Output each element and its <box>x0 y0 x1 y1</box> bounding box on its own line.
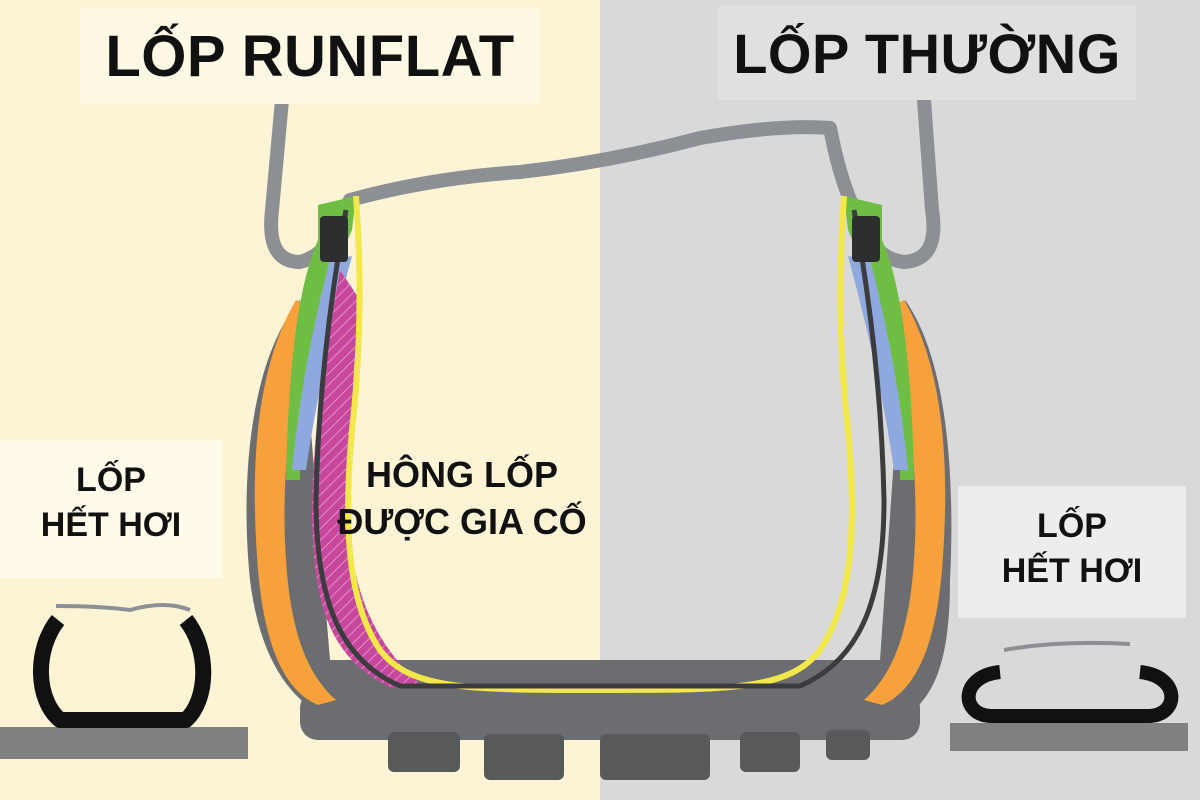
flat-normal-rim <box>1003 640 1131 652</box>
label-flat-runflat-line1: LỐP <box>76 461 146 499</box>
flat-runflat-tire-icon <box>33 615 212 728</box>
label-flat-normal-line1: LỐP <box>1037 507 1107 545</box>
orange-layer-right <box>864 300 946 705</box>
flat-runflat-rim <box>55 603 191 613</box>
label-reinforced-line2: ĐƯỢC GIA CỐ <box>337 500 587 542</box>
flat-normal-tire-icon <box>961 665 1179 723</box>
orange-layer-left <box>254 300 336 705</box>
yellow-inner-liner-right <box>599 195 855 693</box>
bead-left <box>320 216 348 262</box>
tread-blocks <box>388 730 870 780</box>
title-runflat: LỐP RUNFLAT <box>80 8 540 104</box>
ground-right <box>950 723 1188 751</box>
label-flat-normal: LỐP HẾT HƠI <box>958 486 1186 618</box>
label-flat-runflat: LỐP HẾT HƠI <box>0 440 222 578</box>
tire-outer-shell <box>246 300 952 720</box>
bead-right <box>852 216 880 262</box>
label-flat-normal-line2: HẾT HƠI <box>1001 551 1143 590</box>
reinforced-sidewall-insert <box>312 270 420 688</box>
title-normal-tire: LỐP THƯỜNG <box>718 6 1136 100</box>
yellow-inner-liner-left <box>345 195 601 693</box>
label-reinforced-line1: HÔNG LỐP <box>365 454 558 495</box>
wheel-rim-outline <box>264 93 941 269</box>
tire-tread-base <box>300 690 920 740</box>
ground-left <box>0 727 248 759</box>
label-reinforced-sidewall: HÔNG LỐP ĐƯỢC GIA CỐ <box>330 452 594 546</box>
carcass-ply <box>313 209 887 689</box>
label-flat-runflat-line2: HẾT HƠI <box>40 505 182 544</box>
